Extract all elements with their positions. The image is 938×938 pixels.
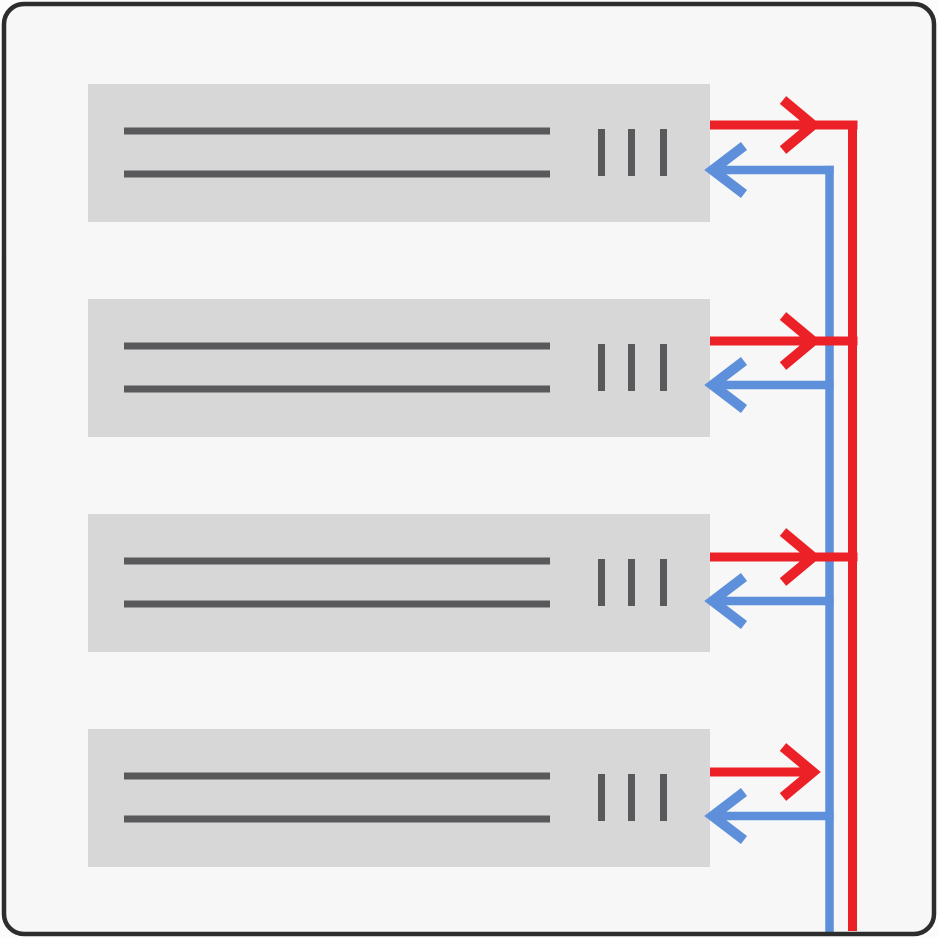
text-placeholder-line-1-2 — [124, 170, 550, 178]
vent-bar-icon-4-3 — [660, 774, 667, 821]
blue-in-arrowhead-icon-1 — [704, 142, 748, 198]
red-out-arrowhead-icon-2 — [779, 312, 821, 370]
text-placeholder-line-4-1 — [124, 772, 550, 780]
text-placeholder-line-1-1 — [124, 127, 550, 135]
red-out-arrowhead-icon-4 — [779, 743, 821, 801]
text-placeholder-line-4-2 — [124, 815, 550, 823]
vent-bar-icon-1-3 — [660, 129, 667, 176]
vent-bar-icon-4-1 — [598, 774, 605, 821]
vent-bar-icon-2-2 — [628, 344, 635, 391]
red-out-arrowhead-icon-3 — [779, 528, 821, 586]
text-placeholder-line-3-1 — [124, 557, 550, 565]
server-box-4 — [88, 729, 710, 867]
server-box-2 — [88, 299, 710, 437]
vent-bar-icon-3-1 — [598, 559, 605, 606]
server-box-3 — [88, 514, 710, 652]
server-box-1 — [88, 84, 710, 222]
vent-bar-icon-1-1 — [598, 129, 605, 176]
blue-in-arrowhead-icon-3 — [704, 573, 748, 629]
text-placeholder-line-2-2 — [124, 385, 550, 393]
vent-bar-icon-4-2 — [628, 774, 635, 821]
vent-bar-icon-2-3 — [660, 344, 667, 391]
vent-bar-icon-3-2 — [628, 559, 635, 606]
vent-bar-icon-3-3 — [660, 559, 667, 606]
red-out-arrowhead-icon-1 — [779, 96, 821, 154]
vent-bar-icon-2-1 — [598, 344, 605, 391]
blue-in-arrowhead-icon-2 — [704, 357, 748, 413]
panel-background — [4, 4, 934, 934]
vent-bar-icon-1-2 — [628, 129, 635, 176]
text-placeholder-line-2-1 — [124, 342, 550, 350]
blue-in-arrowhead-icon-4 — [704, 788, 748, 844]
text-placeholder-line-3-2 — [124, 600, 550, 608]
